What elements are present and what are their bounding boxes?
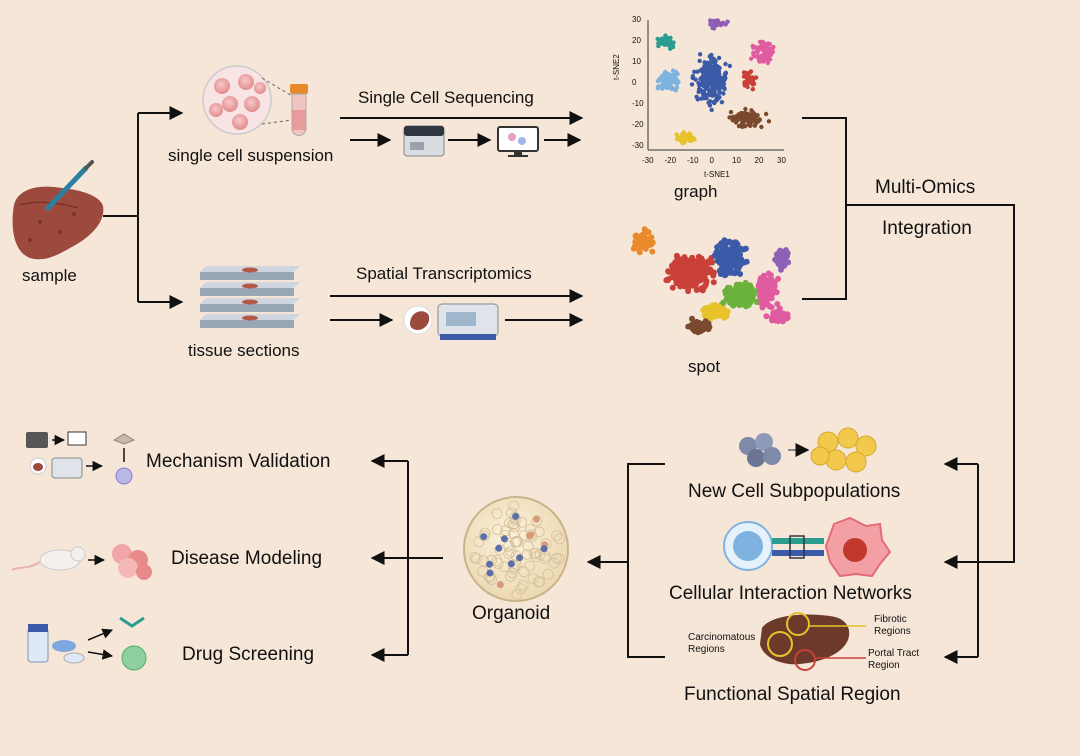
organoid-icon: [463, 496, 569, 602]
interaction-icon: [723, 516, 892, 578]
tsne-y-tick: -30: [632, 141, 644, 150]
tsne-x-tick: 20: [754, 156, 764, 165]
tissue-sections-label: tissue sections: [188, 341, 300, 360]
cellular-interaction-networks-label: Cellular Interaction Networks: [669, 583, 912, 604]
pills-icon: [27, 616, 147, 671]
integration-label: Integration: [882, 218, 972, 239]
organoid-label: Organoid: [472, 603, 551, 624]
monitor-icon: [497, 126, 539, 157]
tsne-y-tick: 30: [632, 15, 641, 24]
cell-suspension-icon: [202, 65, 293, 135]
tsne-x-tick: 0: [709, 156, 714, 165]
disease-modeling-label: Disease Modeling: [171, 548, 323, 569]
tissue-icon: [403, 305, 433, 335]
tsne-x-tick: 10: [732, 156, 741, 165]
tsne-points: [655, 18, 776, 146]
spatial-transcriptomics-label: Spatial Transcriptomics: [356, 264, 532, 283]
functional-spatial-region-label: Functional Spatial Region: [684, 684, 901, 705]
test-tube-icon: [290, 84, 308, 136]
tsne-x-tick: -10: [687, 156, 699, 165]
carcinomatous-regions-label: Carcinomatous Regions: [688, 632, 756, 655]
connector-lines: [103, 106, 1015, 664]
tsne-y-tick: 10: [632, 57, 641, 66]
scalpel-icon: [45, 160, 94, 211]
drug-screening-label: Drug Screening: [182, 644, 315, 665]
tsne-x-tick: -20: [664, 156, 677, 165]
sample-label: sample: [22, 266, 77, 285]
graph-label: graph: [674, 182, 718, 201]
multi-omics-label: Multi-Omics: [875, 177, 976, 198]
tsne-y-tick: -20: [632, 120, 644, 129]
tsne-x-tick: 30: [777, 156, 786, 165]
mechanism-validation-label: Mechanism Validation: [146, 451, 331, 472]
fibrotic-regions-label: Fibrotic Regions: [874, 614, 911, 637]
cell-cluster-icon: [739, 427, 877, 473]
mechanism-validation-icons: [26, 431, 136, 485]
tsne-y-axis-label: t-SNE2: [612, 54, 621, 80]
tsne-y-tick: 0: [632, 78, 637, 87]
liver-region-icon: [760, 612, 866, 671]
spot-label: spot: [688, 357, 721, 376]
tsne-y-tick: 20: [632, 36, 641, 45]
tsne-plot: [647, 18, 784, 151]
sequencer-icon: [403, 125, 445, 157]
mouse-icon: [11, 544, 152, 580]
spatial-spot-plot: [630, 226, 792, 336]
new-cell-subpopulations-label: New Cell Subpopulations: [688, 481, 901, 502]
tsne-x-axis-label: t-SNE1: [704, 170, 730, 179]
tissue-slides-icon: [200, 266, 300, 328]
liver-icon: [12, 186, 104, 260]
portal-tract-region-label: Portal Tract Region: [868, 648, 920, 671]
single-cell-sequencing-label: Single Cell Sequencing: [358, 88, 534, 107]
single-cell-suspension-label: single cell suspension: [168, 146, 334, 165]
tsne-y-tick: -10: [632, 99, 644, 108]
spatial-instrument-icon: [437, 303, 499, 340]
tsne-x-tick: -30: [642, 156, 654, 165]
